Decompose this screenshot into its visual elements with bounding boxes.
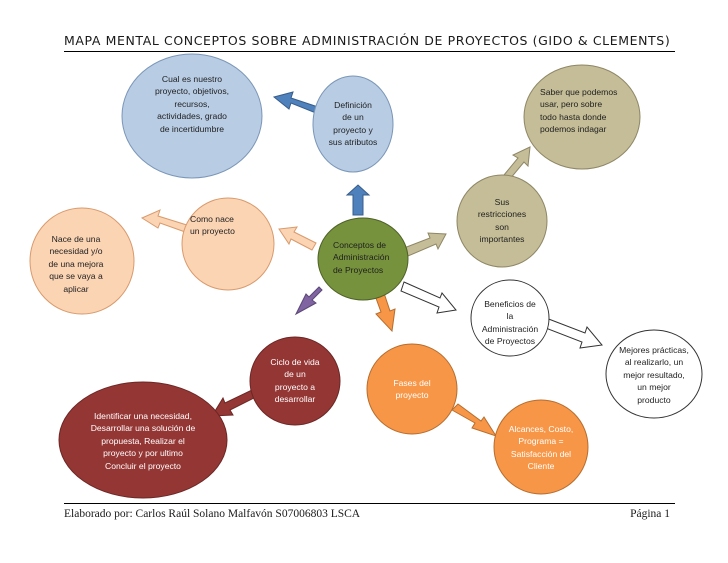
arrow-to-definicion <box>345 184 371 216</box>
node-center <box>317 217 409 301</box>
title-underline <box>64 51 675 52</box>
arrow-to-saber <box>503 146 531 180</box>
page-title: MAPA MENTAL CONCEPTOS SOBRE ADMINISTRACI… <box>64 33 671 48</box>
node-restricciones <box>456 174 548 268</box>
arrow-to-nace-de <box>140 209 191 234</box>
label-mejores: Mejores prácticas, al realizarlo, un mej… <box>619 345 689 405</box>
node-fases <box>366 343 458 435</box>
label-saber: Saber que podemos usar, pero sobre todo … <box>540 87 618 135</box>
node-mejores <box>605 329 703 419</box>
node-alcances <box>493 399 589 495</box>
arrow-to-cual-es <box>272 91 319 114</box>
label-identificar: Identificar una necesidad, Desarrollar u… <box>90 411 196 471</box>
node-definicion <box>312 75 394 173</box>
label-nace-de: Nace de una necesidad y/o de una mejora … <box>48 234 104 294</box>
label-beneficios: Beneficios de la Administración de Proye… <box>481 299 539 347</box>
arrow-to-mejores <box>542 317 603 349</box>
arrow-to-restricciones <box>403 232 447 257</box>
node-como-nace <box>181 197 275 291</box>
label-alcances: Alcances, Costo, Programa = Satisfacción… <box>508 424 574 472</box>
footer-author: Elaborado por: Carlos Raúl Solano Malfav… <box>64 508 361 520</box>
arrow-to-beneficios <box>400 281 457 314</box>
footer-rule <box>64 503 675 504</box>
node-identificar <box>58 381 228 499</box>
label-cual-es: Cual es nuestro proyecto, objetivos, rec… <box>154 74 230 134</box>
label-definicion: Definición de un proyecto y sus atributo… <box>328 100 378 148</box>
label-center: Conceptos de Administración de Proyectos <box>333 240 390 275</box>
footer-page-number: Página 1 <box>630 508 670 520</box>
arrow-to-alcances <box>451 403 498 437</box>
node-ciclo <box>249 336 341 426</box>
label-restricciones: Sus restricciones son importantes <box>477 197 527 245</box>
node-cual-es <box>121 53 263 179</box>
node-nace-de <box>29 207 135 315</box>
label-ciclo: Ciclo de vida de un proyecto a desarroll… <box>270 357 320 405</box>
arrow-to-como-nace <box>278 226 317 251</box>
arrow-to-identificar <box>211 388 259 417</box>
node-beneficios <box>470 279 550 357</box>
label-fases: Fases del proyecto <box>393 378 431 401</box>
label-como-nace: Como nace un proyecto <box>190 214 235 237</box>
arrow-to-ciclo <box>294 286 323 316</box>
node-saber <box>523 64 641 170</box>
